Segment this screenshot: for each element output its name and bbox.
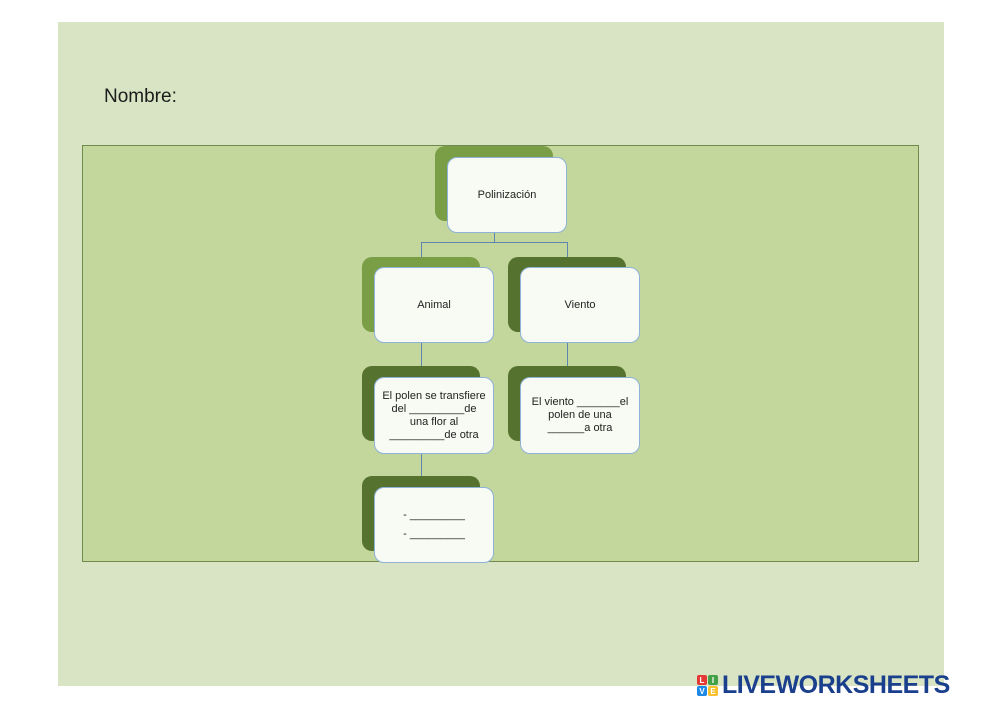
viento-node-label: Viento (564, 298, 596, 311)
connector-viento-detail (567, 342, 568, 378)
animal-node-label: Animal (417, 298, 451, 311)
connector-animal (421, 242, 422, 268)
viento-node: Viento (520, 267, 640, 343)
viento-detail-fill-blank[interactable]: El viento _______el polen de una ______a… (520, 377, 640, 454)
liveworksheets-logo[interactable]: L I V E LIVEWORKSHEETS (697, 671, 950, 700)
logo-letter-i: I (708, 675, 718, 685)
animal-examples-text: - _________ - _________ (403, 509, 465, 540)
brand-name: LIVEWORKSHEETS (722, 671, 950, 699)
liveworksheets-logo-icon: L I V E (697, 675, 718, 696)
name-label: Nombre: (104, 86, 177, 107)
root-node-polinizacion: Polinización (447, 157, 567, 233)
viento-detail-text: El viento _______el polen de una ______a… (531, 396, 629, 434)
animal-detail-fill-blank[interactable]: El polen se transfiere del _________de u… (374, 377, 494, 454)
logo-letter-v: V (697, 686, 707, 696)
connector-horizontal (421, 242, 568, 243)
root-node-label: Polinización (477, 188, 537, 201)
animal-node: Animal (374, 267, 494, 343)
connector-viento (567, 242, 568, 268)
connector-animal-examples (421, 453, 422, 488)
connector-root-down (494, 232, 495, 243)
animal-detail-text: El polen se transfiere del _________de u… (382, 389, 486, 441)
animal-examples-fill-blank[interactable]: - _________ - _________ (374, 487, 494, 563)
logo-letter-e: E (708, 686, 718, 696)
logo-letter-l: L (697, 675, 707, 685)
connector-animal-detail (421, 342, 422, 378)
